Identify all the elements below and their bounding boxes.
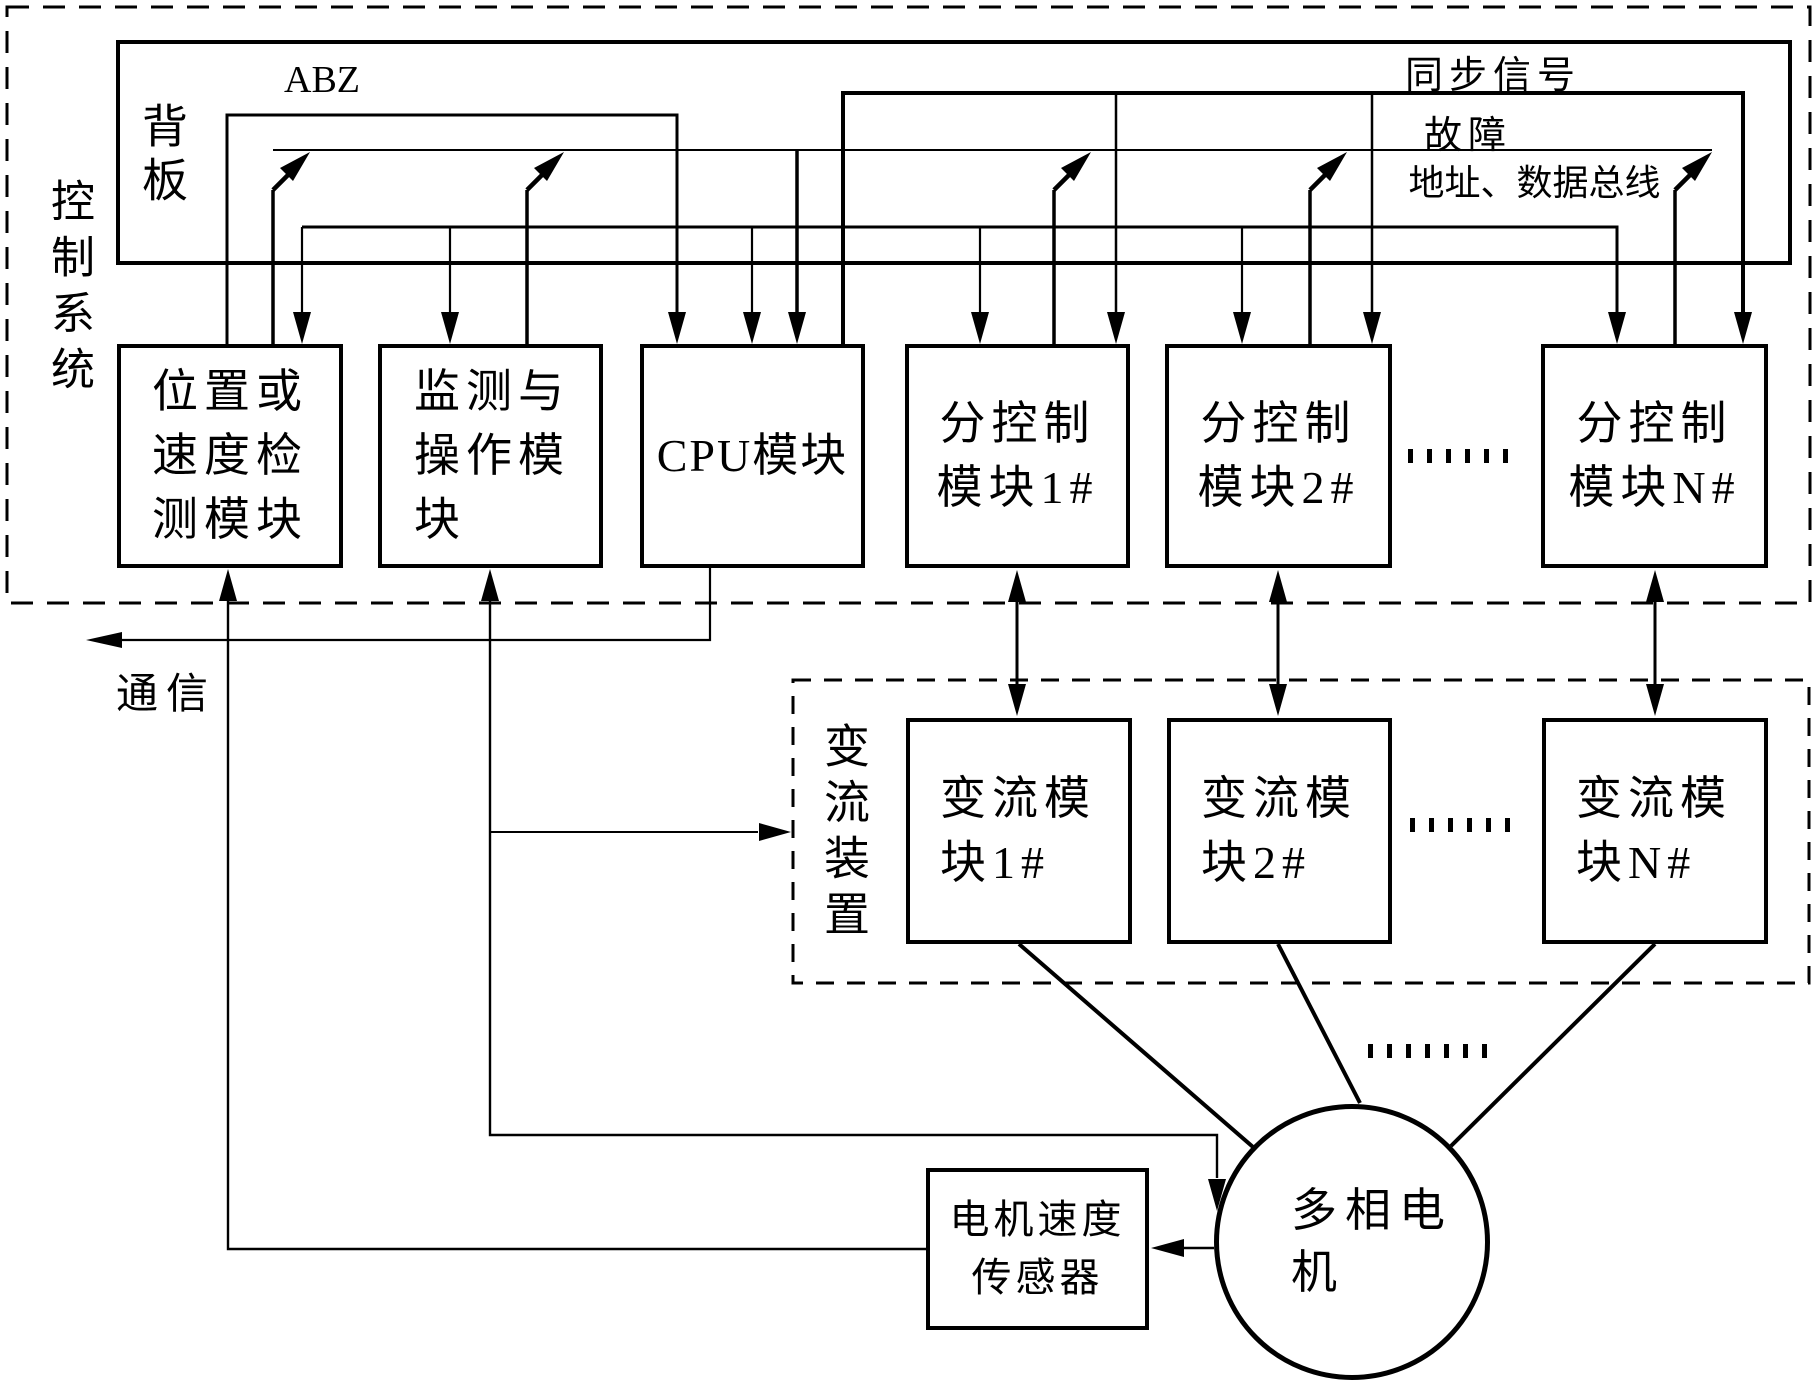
- slash-arrowhead-icon: [1682, 152, 1712, 181]
- multiphase-motor: 多相电 机: [1214, 1104, 1490, 1380]
- cpu-comm-line: [86, 568, 712, 648]
- sync-signal-label: 同步信号: [1404, 55, 1581, 97]
- arrowhead-icon: [743, 312, 761, 344]
- arrowhead-icon: [1608, 312, 1626, 344]
- module-text-line: 模块1#: [936, 462, 1099, 513]
- bus-write-tap: [271, 152, 310, 344]
- converter-motor-phase-lines: [1017, 942, 1657, 1149]
- comm-label: 通信: [115, 672, 216, 718]
- control-system-boundary: [5, 5, 1812, 605]
- module-text-line: 监测与: [414, 366, 570, 417]
- abz-bus-label: ABZ: [284, 59, 360, 101]
- converter-unit-label: 变流装置: [818, 722, 869, 946]
- module-text-line: 位置或: [152, 366, 308, 417]
- bus-write-tap: [1673, 152, 1712, 344]
- module-text-line: 模块N#: [1568, 462, 1741, 513]
- subcontrol-converter-link: [1646, 570, 1664, 716]
- slash-arrowhead-icon: [1061, 152, 1091, 181]
- module-text-line: 块N#: [1576, 837, 1697, 888]
- module-text-line: 测模块: [152, 494, 308, 545]
- module-position-speed-detect: 位置或 速度检 测模块: [117, 344, 343, 568]
- module-text-line: 块2#: [1201, 837, 1311, 888]
- module-sub-control-n: 分控制 模块N#: [1541, 344, 1768, 568]
- bus-write-tap: [1052, 152, 1091, 344]
- subcontrol-converter-link: [1008, 570, 1026, 716]
- module-text-line: CPU模块: [656, 430, 849, 481]
- arrowhead-icon: [293, 312, 311, 344]
- address-data-bus: [293, 225, 1626, 344]
- arrowhead-icon: [759, 823, 791, 841]
- arrowhead-icon: [1208, 1179, 1226, 1211]
- arrowhead-icon: [1233, 312, 1251, 344]
- arrowhead-icon: [668, 312, 686, 344]
- module-converter-1: 变流模 块1#: [906, 718, 1132, 944]
- subcontrol-converter-link: [1269, 570, 1287, 716]
- fault-bus: [271, 149, 1712, 344]
- module-text-line: 机: [1291, 1247, 1345, 1298]
- module-text-line: 速度检: [152, 430, 308, 481]
- slash-arrowhead-icon: [280, 152, 310, 181]
- module-sub-control-1: 分控制 模块1#: [905, 344, 1130, 568]
- arrowhead-icon: [219, 569, 237, 601]
- module-text-line: 电机速度: [949, 1197, 1126, 1242]
- arrowhead-icon: [1107, 312, 1125, 344]
- module-text-line: 块: [414, 494, 466, 545]
- module-text-line: 多相电: [1291, 1185, 1453, 1236]
- module-text-line: 块1#: [940, 837, 1050, 888]
- arrowhead-icon: [1646, 684, 1664, 716]
- arrowhead-icon: [481, 569, 499, 601]
- arrowhead-icon: [1151, 1239, 1184, 1257]
- module-converter-2: 变流模 块2#: [1167, 718, 1392, 944]
- motor-to-sensor-arrow: [1151, 1239, 1214, 1257]
- arrowhead-icon: [1008, 684, 1026, 716]
- address-data-bus-label: 地址、数据总线: [1408, 163, 1661, 203]
- module-motor-speed-sensor: 电机速度 传感器: [926, 1168, 1149, 1330]
- control-system-label: 控制系统: [44, 178, 93, 402]
- module-text-line: 操作模: [414, 430, 570, 481]
- arrowhead-icon: [971, 312, 989, 344]
- arrowhead-icon: [1269, 570, 1287, 602]
- module-text-line: 变流模: [1576, 773, 1732, 824]
- monitor-to-motor-line: [481, 569, 1226, 1211]
- module-text-line: 变流模: [1201, 773, 1357, 824]
- arrowhead-icon: [788, 312, 806, 344]
- slash-arrowhead-icon: [1317, 152, 1347, 181]
- backplane-label: 背板: [136, 102, 187, 210]
- arrowhead-icon: [86, 632, 122, 648]
- sync-signal-bus: [841, 91, 1752, 344]
- arrowhead-icon: [1646, 570, 1664, 602]
- arrowhead-icon: [1363, 312, 1381, 344]
- sensor-to-position-line: [219, 569, 926, 1251]
- module-converter-n: 变流模 块N#: [1542, 718, 1768, 944]
- fault-bus-label: 故障: [1423, 115, 1512, 157]
- arrowhead-icon: [1269, 684, 1287, 716]
- module-text-line: 变流模: [940, 773, 1096, 824]
- converter-unit-boundary: [791, 678, 1811, 985]
- slash-arrowhead-icon: [534, 152, 564, 181]
- module-sub-control-2: 分控制 模块2#: [1165, 344, 1392, 568]
- abz-bus: [225, 113, 686, 344]
- module-text-line: 分控制: [1576, 398, 1733, 449]
- arrowhead-icon: [1008, 570, 1026, 602]
- arrowhead-icon: [1734, 312, 1752, 344]
- module-text-line: 分控制: [939, 398, 1096, 449]
- module-text-line: 模块2#: [1197, 462, 1360, 513]
- module-text-line: 分控制: [1200, 398, 1357, 449]
- module-text-line: 传感器: [971, 1255, 1104, 1300]
- module-cpu: CPU模块: [640, 344, 865, 568]
- backplane-frame: [116, 40, 1792, 265]
- arrowhead-icon: [441, 312, 459, 344]
- module-monitor-operate: 监测与 操作模 块: [378, 344, 603, 568]
- bus-write-tap: [525, 152, 564, 344]
- bus-write-tap: [1308, 152, 1347, 344]
